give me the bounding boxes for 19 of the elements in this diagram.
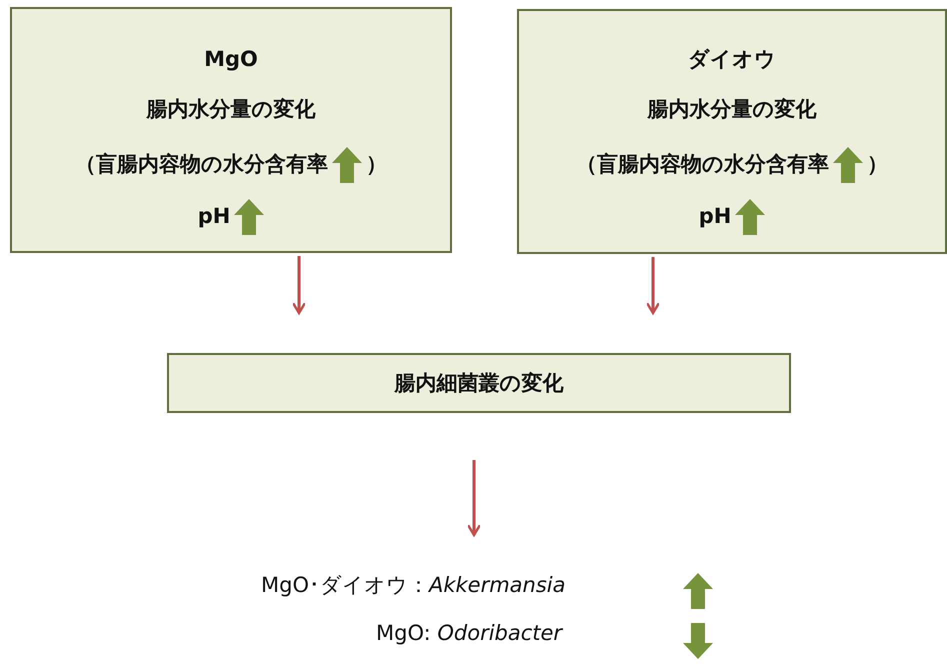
node-text: （盲腸内容物の水分含有率 — [576, 152, 829, 178]
arrow — [646, 257, 660, 314]
node-text: 腸内水分量の変化 — [146, 97, 316, 122]
node-text: pH — [698, 204, 732, 230]
arrow — [466, 460, 482, 536]
node-text: pH — [198, 204, 230, 230]
node-text: （盲腸内容物の水分含有率 — [75, 152, 328, 178]
node-text: ダイオウ — [688, 47, 776, 72]
node-text: MgO: Odoribacter — [376, 621, 562, 646]
node-text: MgO･ダイオウ：Akkermansia — [261, 573, 566, 598]
node-text: 腸内細菌叢の変化 — [394, 371, 564, 396]
node-text: MgO — [204, 47, 258, 72]
text-box — [167, 353, 791, 413]
text-box — [517, 9, 947, 254]
node-text: ） — [867, 152, 888, 178]
node-text: 腸内水分量の変化 — [648, 97, 816, 122]
arrow — [292, 256, 306, 314]
text-box — [10, 7, 452, 253]
node-text: ） — [366, 152, 387, 178]
